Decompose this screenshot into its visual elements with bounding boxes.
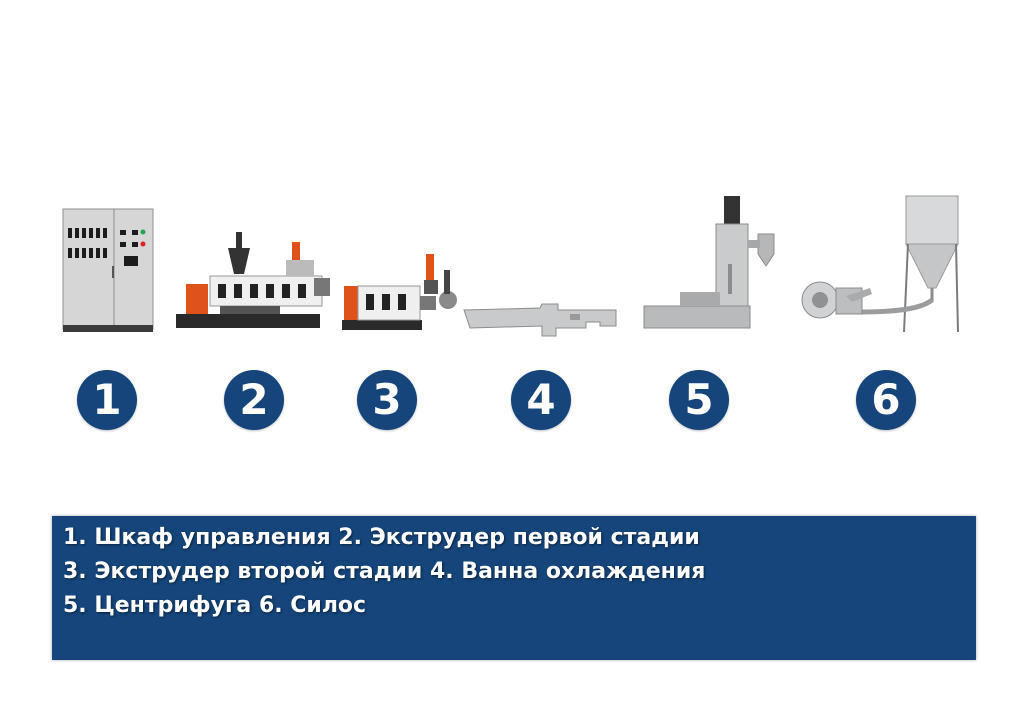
step-badge-5: 5 [669, 370, 729, 430]
first-stage-extruder-icon [174, 228, 332, 332]
legend-line-3: 5. Центрифуга 6. Силос [63, 593, 367, 618]
step-badge-1: 1 [77, 370, 137, 430]
step-badge-6: 6 [856, 370, 916, 430]
centrifuge-icon [640, 194, 780, 334]
second-stage-extruder-icon [340, 250, 462, 334]
legend-line-1: 1. Шкаф управления 2. Экструдер первой с… [63, 525, 700, 550]
silo-icon [800, 192, 962, 338]
legend-line-2: 3. Экструдер второй стадии 4. Ванна охла… [63, 559, 706, 584]
step-badge-3: 3 [357, 370, 417, 430]
cooling-bath-icon [460, 302, 620, 342]
control-cabinet-icon [62, 208, 154, 334]
legend-panel: 1. Шкаф управления 2. Экструдер первой с… [52, 516, 976, 660]
step-badge-2: 2 [224, 370, 284, 430]
step-badge-4: 4 [511, 370, 571, 430]
